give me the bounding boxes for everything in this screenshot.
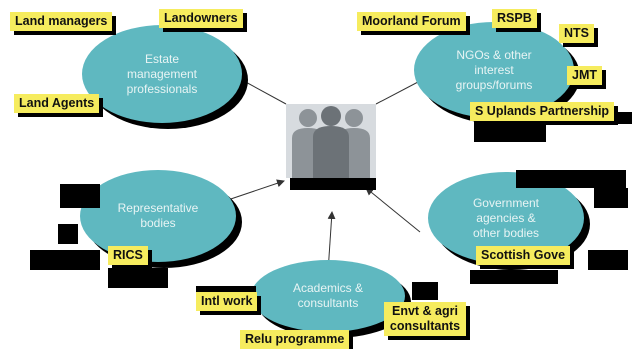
redaction-block [412,282,438,300]
redaction-block [474,120,546,142]
tag-rspb: RSPB [492,9,537,28]
gov-label-line: Government [472,195,539,210]
tag-land-managers: Land managers [10,12,113,31]
rep-label-line: Representative [117,201,199,215]
gov-label-line: agencies & [476,210,536,225]
tag-jmt: JMT [567,66,602,85]
academics-ellipse: Academics & consultants [251,260,405,332]
gov-label-line: other bodies [472,225,540,240]
arrow-gov [365,187,421,233]
redaction-block [108,268,168,288]
tag-s-uplands-partnership: S Uplands Partnership [470,102,615,121]
tag-moorland-forum: Moorland Forum [357,12,466,31]
tag-landowners: Landowners [159,9,243,28]
ngos-label-line: groups/forums [455,77,533,92]
ngos-label-line: NGOs & other [456,47,532,62]
connector-ngos [375,81,419,105]
tag-land-agents: Land Agents [14,94,100,113]
center-people-graphic [286,104,376,178]
academic-label-line: Academics & [292,281,364,295]
redaction-block [58,224,78,244]
tag-envt-agri-consultants: Envt & agri consultants [384,302,466,336]
tag-intl-work: Intl work [196,292,258,311]
people-group-icon [292,106,370,178]
estate-label-line: management [126,66,198,81]
redaction-block [60,184,100,208]
center-base-bar [290,178,376,190]
connector-estate [241,79,287,105]
representative-bodies-ellipse: Representative bodies [80,170,236,262]
estate-label-line: Estate [144,51,180,66]
tag-rics: RICS [108,246,148,265]
tag-relu-programme: Relu programme [240,330,350,349]
redaction-block [588,250,628,270]
redaction-block [30,250,100,270]
estate-management-ellipse: Estate management professionals [82,25,242,123]
academic-label-line: consultants [297,296,359,310]
redaction-block [594,188,628,208]
redaction-block [516,170,626,188]
rep-label-line: bodies [140,216,176,230]
redaction-block [470,270,558,284]
ngos-label-line: interest [474,62,514,77]
estate-label-line: professionals [126,81,198,96]
tag-scottish-gov: Scottish Gove [476,246,571,265]
tag-nts: NTS [559,24,594,43]
